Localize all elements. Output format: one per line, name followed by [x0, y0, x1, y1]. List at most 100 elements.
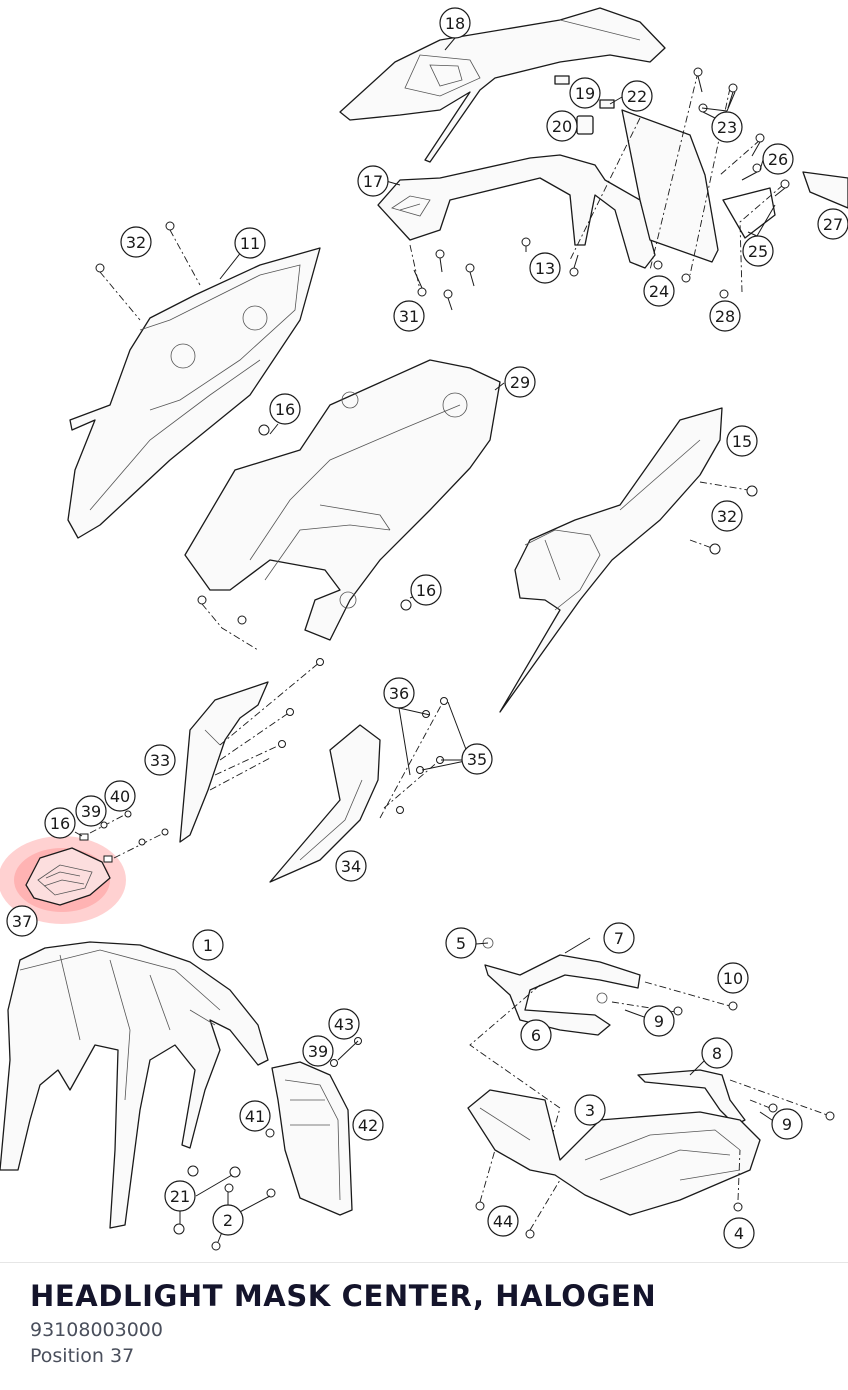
- callout-circle: [6, 905, 38, 937]
- callout-16[interactable]: 16: [44, 807, 76, 839]
- callout-16[interactable]: 16: [269, 393, 301, 425]
- callout-label: 23: [717, 118, 737, 137]
- callout-2[interactable]: 2: [212, 1204, 244, 1236]
- callout-label: 8: [712, 1044, 722, 1063]
- callout-16[interactable]: 16: [410, 574, 442, 606]
- callout-35[interactable]: 35: [461, 743, 493, 775]
- callout-label: 39: [308, 1042, 328, 1061]
- callout-15[interactable]: 15: [726, 425, 758, 457]
- callout-label: 35: [467, 750, 487, 769]
- callout-4[interactable]: 4: [723, 1217, 755, 1249]
- front-fairing-side-33: [179, 658, 324, 843]
- callout-21[interactable]: 21: [164, 1180, 196, 1212]
- callout-8[interactable]: 8: [701, 1037, 733, 1069]
- callout-label: 21: [170, 1187, 190, 1206]
- callout-label: 40: [110, 787, 130, 806]
- callout-label: 6: [531, 1026, 541, 1045]
- screws-23-26: [569, 67, 790, 299]
- callout-circle: [546, 110, 578, 142]
- callout-11[interactable]: 11: [234, 227, 266, 259]
- callout-9[interactable]: 9: [643, 1005, 675, 1037]
- callout-circle: [212, 1204, 244, 1236]
- callout-13[interactable]: 13: [529, 252, 561, 284]
- callout-32[interactable]: 32: [120, 226, 152, 258]
- callout-circle: [393, 300, 425, 332]
- headlight-mask-center: [25, 810, 169, 906]
- callout-label: 7: [614, 929, 624, 948]
- callout-circle: [487, 1205, 519, 1237]
- front-fender: [0, 941, 269, 1229]
- callout-25[interactable]: 25: [742, 235, 774, 267]
- callout-43[interactable]: 43: [328, 1008, 360, 1040]
- callout-label: 4: [734, 1224, 744, 1243]
- callout-circle: [269, 393, 301, 425]
- callout-18[interactable]: 18: [439, 7, 471, 39]
- callout-circle: [461, 743, 493, 775]
- callout-label: 24: [649, 282, 669, 301]
- callout-label: 3: [585, 1101, 595, 1120]
- part-number: 93108003000: [30, 1319, 163, 1341]
- callout-circle: [335, 850, 367, 882]
- callout-37[interactable]: 37: [6, 905, 38, 937]
- callout-33[interactable]: 33: [144, 744, 176, 776]
- callout-circle: [574, 1094, 606, 1126]
- callout-24[interactable]: 24: [643, 275, 675, 307]
- callout-23[interactable]: 23: [711, 111, 743, 143]
- callout-28[interactable]: 28: [709, 300, 741, 332]
- callout-label: 27: [823, 215, 843, 234]
- part-position: Position 37: [30, 1345, 135, 1367]
- callout-circle: [621, 80, 653, 112]
- callout-7[interactable]: 7: [603, 922, 635, 954]
- callout-label: 17: [363, 172, 383, 191]
- callout-19[interactable]: 19: [569, 77, 601, 109]
- callout-1[interactable]: 1: [192, 929, 224, 961]
- callout-label: 19: [575, 84, 595, 103]
- callout-label: 15: [732, 432, 752, 451]
- callout-36[interactable]: 36: [383, 677, 415, 709]
- callout-41[interactable]: 41: [239, 1100, 271, 1132]
- callout-label: 37: [12, 912, 32, 931]
- callout-27[interactable]: 27: [817, 208, 848, 240]
- callout-label: 26: [768, 150, 788, 169]
- callout-circle: [709, 300, 741, 332]
- callout-label: 10: [723, 969, 743, 988]
- callout-42[interactable]: 42: [352, 1109, 384, 1141]
- callout-17[interactable]: 17: [357, 165, 389, 197]
- callout-31[interactable]: 31: [393, 300, 425, 332]
- callout-39[interactable]: 39: [75, 795, 107, 827]
- callout-20[interactable]: 20: [546, 110, 578, 142]
- callout-10[interactable]: 10: [717, 962, 749, 994]
- callout-3[interactable]: 3: [574, 1094, 606, 1126]
- callout-circle: [529, 252, 561, 284]
- callout-26[interactable]: 26: [762, 143, 794, 175]
- callout-label: 1: [203, 936, 213, 955]
- callout-label: 16: [416, 581, 436, 600]
- callout-circle: [717, 962, 749, 994]
- callout-44[interactable]: 44: [487, 1205, 519, 1237]
- callout-circle: [723, 1217, 755, 1249]
- right-side-cover: [499, 407, 758, 713]
- callout-label: 18: [445, 14, 465, 33]
- callout-circle: [357, 165, 389, 197]
- callout-circle: [44, 807, 76, 839]
- callout-32[interactable]: 32: [711, 500, 743, 532]
- callout-39[interactable]: 39: [302, 1035, 334, 1067]
- callout-circle: [234, 227, 266, 259]
- callout-22[interactable]: 22: [621, 80, 653, 112]
- callout-label: 29: [510, 373, 530, 392]
- callout-40[interactable]: 40: [104, 780, 136, 812]
- callout-circle: [439, 7, 471, 39]
- callout-circle: [711, 111, 743, 143]
- callout-circle: [643, 275, 675, 307]
- callout-6[interactable]: 6: [520, 1019, 552, 1051]
- callout-circle: [302, 1035, 334, 1067]
- callout-9[interactable]: 9: [771, 1108, 803, 1140]
- callout-label: 16: [50, 814, 70, 833]
- callout-5[interactable]: 5: [445, 927, 477, 959]
- inner-mudguard: [265, 1037, 362, 1216]
- callout-label: 34: [341, 857, 361, 876]
- callout-34[interactable]: 34: [335, 850, 367, 882]
- callout-29[interactable]: 29: [504, 366, 536, 398]
